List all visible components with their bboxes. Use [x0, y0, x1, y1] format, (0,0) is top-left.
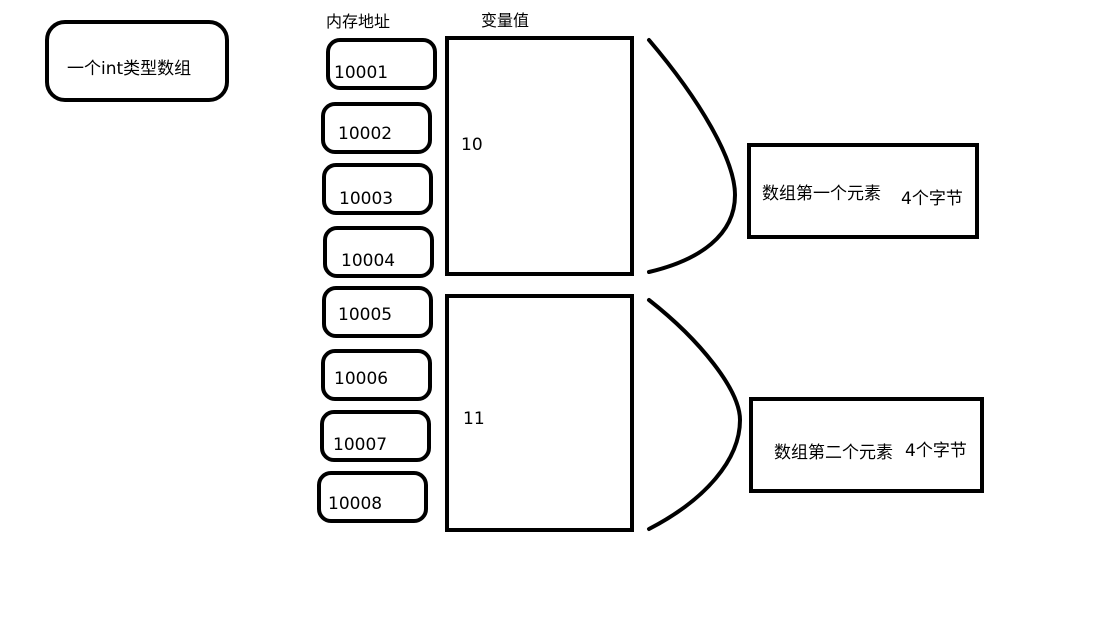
address-cell-1: 10001 — [326, 38, 437, 90]
address-cell-border — [326, 38, 437, 90]
address-cell-border — [322, 286, 433, 338]
address-cell-3: 10003 — [322, 163, 433, 215]
title-box: 一个int类型数组 — [45, 20, 229, 102]
address-cell-border — [322, 163, 433, 215]
address-cell-2: 10002 — [321, 102, 432, 154]
address-cell-border — [320, 410, 431, 462]
address-cell-border — [323, 226, 434, 278]
address-label: 10004 — [341, 251, 395, 271]
description-border — [747, 143, 979, 239]
address-cell-border — [321, 102, 432, 154]
address-label: 10005 — [338, 305, 392, 325]
element-description-1: 数组第一个元素 4个字节 — [747, 143, 979, 239]
size-label: 4个字节 — [901, 189, 963, 209]
element-description-2: 数组第二个元素 4个字节 — [749, 397, 984, 493]
value-cell-border — [445, 294, 634, 532]
address-label: 10001 — [334, 63, 388, 83]
description-border — [749, 397, 984, 493]
address-label: 10003 — [339, 189, 393, 209]
size-label: 4个字节 — [905, 441, 967, 461]
address-cell-7: 10007 — [320, 410, 431, 462]
value-cell-1: 10 — [445, 36, 634, 276]
header-value: 变量值 — [481, 11, 529, 30]
address-cell-border — [317, 471, 428, 523]
address-cell-6: 10006 — [321, 349, 432, 401]
address-cell-4: 10004 — [323, 226, 434, 278]
title-box-label: 一个int类型数组 — [67, 59, 191, 79]
description-label: 数组第一个元素 — [762, 184, 881, 204]
address-label: 10007 — [333, 435, 387, 455]
address-cell-border — [321, 349, 432, 401]
brace-curve-2 — [647, 298, 743, 531]
header-address: 内存地址 — [326, 12, 390, 31]
title-box-border — [45, 20, 229, 102]
value-label: 10 — [461, 135, 483, 155]
value-cell-border — [445, 36, 634, 276]
brace-curve-1 — [647, 38, 738, 274]
address-label: 10006 — [334, 369, 388, 389]
address-label: 10008 — [328, 494, 382, 514]
address-label: 10002 — [338, 124, 392, 144]
description-label: 数组第二个元素 — [774, 443, 893, 463]
address-cell-5: 10005 — [322, 286, 433, 338]
value-cell-2: 11 — [445, 294, 634, 532]
value-label: 11 — [463, 409, 485, 429]
address-cell-8: 10008 — [317, 471, 428, 523]
